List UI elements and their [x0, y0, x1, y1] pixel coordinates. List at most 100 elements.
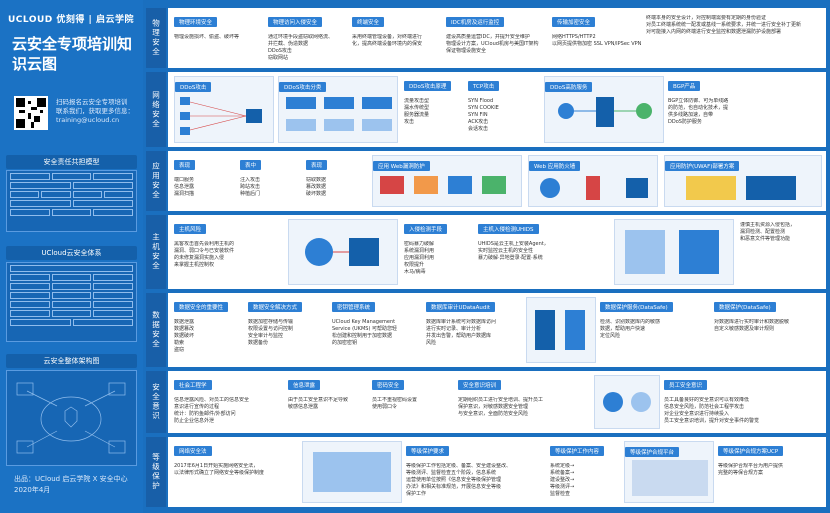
- card-head: 表中: [240, 160, 262, 170]
- card: 密码安全员工不重视密码设置 使用弱口令: [372, 375, 452, 429]
- card-head: 密码安全: [372, 380, 405, 390]
- row-network-security: 网络安全 DDoS攻击 DDoS攻击分类 DDoS攻击原理流量攻击型 漏水传统型…: [146, 72, 826, 147]
- law-diagram: [302, 441, 402, 503]
- card-head: 网络安全法: [174, 446, 212, 456]
- row-physical-security: 物理安全 物理环境安全物理设施损坏、偷盗、破坏等 物理访问入侵安全通过环境手段盗…: [146, 8, 826, 68]
- card: 表现端口服务 信息泄露 漏洞扫描: [174, 155, 234, 207]
- section-title-security-system: UCloud云安全体系: [6, 246, 137, 260]
- card-head: DDoS攻击分类: [279, 82, 327, 92]
- card-head: 数据保护(DataSafe): [714, 302, 776, 312]
- card: 终端安全采用终端管理设备，对终端进行 化，提高终端设备环境内的保安: [352, 12, 442, 64]
- card-body: 等级保护工作包括定级、备案、安全建设整改、 等级测评、监督检查五个阶段，信息系统…: [406, 463, 512, 497]
- ddos-attack-diagram: DDoS攻击: [174, 76, 274, 143]
- architecture-diagram: [6, 370, 137, 466]
- card: 等级保护要求等级保护工作包括定级、备案、安全建设整改、 等级测评、监督检查五个阶…: [406, 441, 546, 503]
- row-security-awareness: 安全意识 社会工程学信息泄露风险、对员工的信息安全 意识进行宣传的过程 统计：防…: [146, 371, 826, 433]
- card-body: 采用终端管理设备，对终端进行 化，提高终端设备环境内的保安: [352, 34, 423, 47]
- card: 表中注入攻击 跨站攻击 种植后门: [240, 155, 300, 207]
- card-head: 主机风险: [174, 224, 207, 234]
- card-head: 等级保护合规方案UCP: [718, 446, 784, 456]
- card-body: 谨慎主机资源入侵包括， 漏洞检测、配置检测 和恶意文件等管理功能: [740, 222, 796, 242]
- data-audit-diagram: [526, 297, 596, 363]
- card: 社会工程学信息泄露风险、对员工的信息安全 意识进行宣传的过程 统计：防钓鱼邮件/…: [174, 375, 284, 429]
- card-body: 由于员工安全意识不足导致 敏感信息泄露: [288, 397, 349, 410]
- row-data-security: 数据安全 数据安全的重要性数据泄露 数据篡改 数据破坏 勒索 盗窃 数据安全解决…: [146, 293, 826, 367]
- card: 信息泄露由于员工安全意识不足导致 敏感信息泄露: [288, 375, 368, 429]
- card-body: 密码暴力破解 系统漏洞利用 应用漏洞利用 权限提升 木马/病毒: [404, 241, 435, 275]
- card: 等级保护工作内容系统定级→ 系统备案→ 建设整改→ 等级测评→ 监督检查: [550, 441, 620, 503]
- card: 员工安全意识员工具备良好的安全意识可以有效降低 信息安全风险，防范社会工程学攻击…: [664, 375, 822, 429]
- card-head: 员工安全意识: [664, 380, 708, 390]
- qr-code[interactable]: [14, 96, 48, 130]
- footer-date: 2020年4月: [14, 486, 51, 494]
- card: 数据保护(DataSafe) 对数据库进行实时审计和数据脱敏 自定义敏感数据及审计…: [714, 297, 822, 363]
- card: 物理环境安全物理设施损坏、偷盗、破坏等: [174, 12, 264, 64]
- card: 表现窃取数据 篡改数据 破坏数据: [306, 155, 366, 207]
- card: 传输加密安全网络HTTPS/HTTP2 以网页提供物加密 SSL VPN/IPS…: [552, 12, 642, 64]
- footer: 出品：UCloud 启云学院 X 安全中心 2020年4月: [14, 474, 128, 496]
- card-head: 等级保护工作内容: [550, 446, 605, 456]
- card-body: 数据加密存储与传输 权限设置与访问控制 安全审计与监控 数据备份: [248, 319, 294, 346]
- card-body: 系统定级→ 系统备案→ 建设整改→ 等级测评→ 监督检查: [550, 463, 575, 497]
- card-head: 数据保护服务(DataSafe): [600, 302, 673, 312]
- uwaf-deployment-diagram: 应用防护(UWAF)部署方案: [664, 155, 822, 207]
- card: 数据安全解决方式数据加密存储与传输 权限设置与访问控制 安全审计与监控 数据备份: [248, 297, 328, 363]
- card-body: 建设高质量运营IDC，并提升安全维护 物理设计方案，UCloud机房与美国IT架…: [446, 34, 539, 54]
- card-head: 等级保护要求: [406, 446, 450, 456]
- card: BGP产品 BGP立体防御、可为单线路 的防范，也自动化技术，提 供多线路加速，自…: [668, 76, 822, 143]
- card-head: 等级保护合规平台: [625, 447, 680, 457]
- responsibility-model-diagram: [6, 170, 137, 232]
- compliance-platform-diagram: 等级保护合规平台: [624, 441, 714, 503]
- security-system-diagram: [6, 262, 137, 342]
- card-head: 社会工程学: [174, 380, 212, 390]
- uhids-diagram: [614, 219, 734, 285]
- category-label: 物理安全: [151, 19, 161, 57]
- card: 物理访问入侵安全通过环境手段盗窃取网络流、 并拦截、伪造数据 DDoS攻击 窃取…: [268, 12, 348, 64]
- card-head: DDoS高防服务: [545, 82, 593, 92]
- card-head: 数据安全解决方式: [248, 302, 303, 312]
- card-body: 数据库审计系统可对数据库访问 进行实时记录、审计分析 并发出告警，帮助用户数据库…: [426, 319, 497, 346]
- page-title: 云安全专项培训知识云图: [12, 35, 133, 73]
- card: DDoS攻击原理流量攻击型 漏水传统型 服务器流量 攻击: [404, 76, 464, 143]
- qr-caption: 扫码报名云安全专项培训 联系我们，获取更多信息：training@ucloud.…: [56, 98, 134, 124]
- web-vulnerability-diagram: 应用 Web漏洞防护: [372, 155, 522, 207]
- category-label: 数据安全: [151, 311, 161, 349]
- card-body: UCloud Key Management Service (UKMS) 可帮助…: [332, 319, 397, 346]
- card-head: 应用 Web漏洞防护: [373, 161, 430, 171]
- row-application-security: 应用安全 表现端口服务 信息泄露 漏洞扫描 表中注入攻击 跨站攻击 种植后门 表…: [146, 151, 826, 211]
- card-head: BGP产品: [668, 81, 701, 91]
- ddos-classification-diagram: DDoS攻击分类: [278, 76, 398, 143]
- category-label: 安全意识: [151, 383, 161, 421]
- card-head: 主机入侵检测UHIDS: [478, 224, 539, 234]
- footer-credit: 出品：UCloud 启云学院 X 安全中心: [14, 475, 128, 483]
- card-body: 对数据库进行实时审计和数据脱敏 自定义敏感数据及审计规则: [714, 319, 790, 332]
- card-head: DDoS攻击原理: [404, 81, 452, 91]
- card-body: BGP立体防御、可为单线路 的防范，也自动化技术，提 供多线路加速，自带 DDo…: [668, 98, 729, 125]
- card: IDC机房及运行监控建设高质量运营IDC，并提升安全维护 物理设计方案，UClo…: [446, 12, 546, 64]
- card: 主机风险黑客攻击首先会利用主机的 漏洞、弱口令与已安装软件 的未修复漏洞实施入侵…: [174, 219, 284, 285]
- card-head: TCP攻击: [468, 81, 500, 91]
- host-intrusion-diagram: [288, 219, 398, 285]
- card-head: 表现: [174, 160, 196, 170]
- row-host-security: 主机安全 主机风险黑客攻击首先会利用主机的 漏洞、弱口令与已安装软件 的未修复漏…: [146, 215, 826, 289]
- card-body: 定期组织员工进行安全培训、提升员工 保护意识，对敏感数据安全管理 与安全意识，全…: [458, 397, 544, 417]
- card: 数据安全的重要性数据泄露 数据篡改 数据破坏 勒索 盗窃: [174, 297, 244, 363]
- card: 入侵检测手段密码暴力破解 系统漏洞利用 应用漏洞利用 权限提升 木马/病毒: [404, 219, 474, 285]
- card-head: Web 应用防火墙: [529, 161, 581, 171]
- card-head: DDoS攻击: [175, 82, 212, 92]
- card-head: 表现: [306, 160, 328, 170]
- card-body: 信息泄露风险、对员工的信息安全 意识进行宣传的过程 统计：防钓鱼邮件/外部访问 …: [174, 397, 250, 424]
- card-body: 员工具备良好的安全意识可以有效降低 信息安全风险，防范社会工程学攻击 对企业安全…: [664, 397, 760, 424]
- waf-diagram: Web 应用防火墙: [528, 155, 658, 207]
- card-body: 端口服务 信息泄露 漏洞扫描: [174, 177, 195, 197]
- card-head: 入侵检测手段: [404, 224, 448, 234]
- brand-logo: UCLOUD 优刻得 | 启云学院: [8, 15, 134, 25]
- card-body: 窃取数据 篡改数据 破坏数据: [306, 177, 327, 197]
- card-head: 应用防护(UWAF)部署方案: [665, 161, 740, 171]
- card-body: 终端本身的安全设计，对控制端需要有定期的身份验证 对员工终端系统统一配发或基线一…: [646, 15, 802, 35]
- left-sidebar: UCLOUD 优刻得 | 启云学院 云安全专项培训知识云图 扫码报名云安全专项培…: [0, 0, 143, 513]
